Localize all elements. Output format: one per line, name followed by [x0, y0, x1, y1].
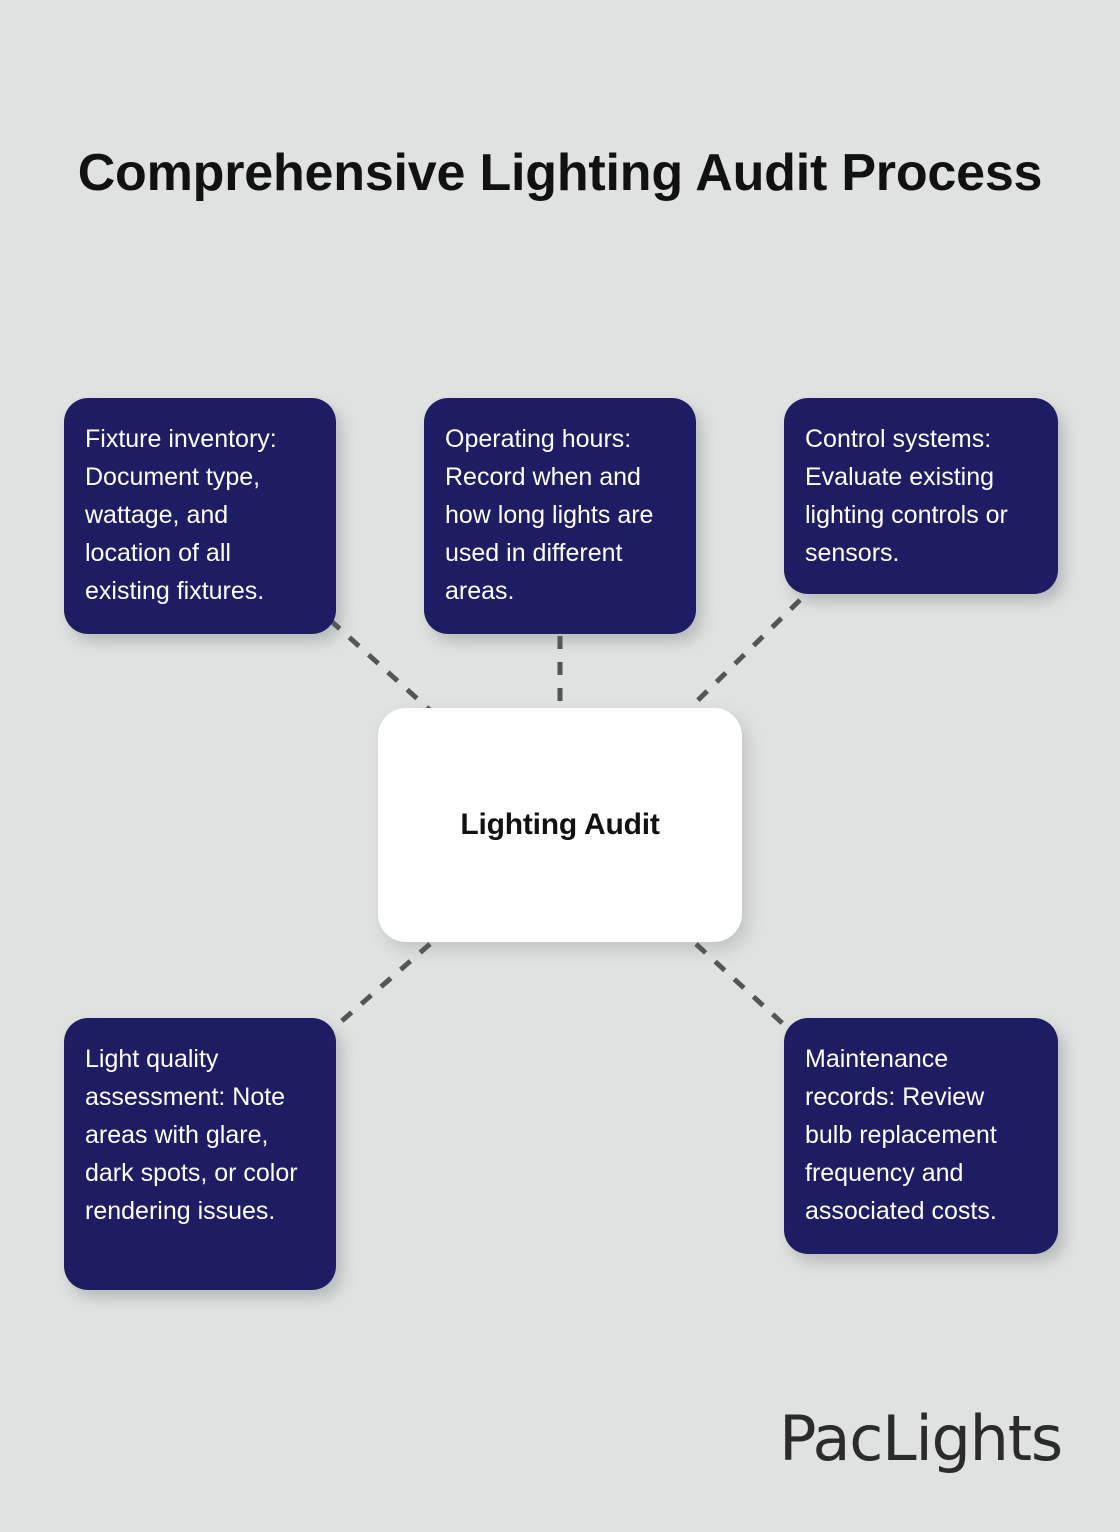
node-control-systems-label: Control systems: Evaluate existing light…	[805, 425, 1008, 567]
node-control-systems[interactable]: Control systems: Evaluate existing light…	[784, 398, 1058, 594]
node-operating-hours[interactable]: Operating hours: Record when and how lon…	[424, 398, 696, 634]
connector-maintenance	[694, 942, 794, 1034]
node-fixture-inventory[interactable]: Fixture inventory: Document type, wattag…	[64, 398, 336, 634]
node-light-quality[interactable]: Light quality assessment: Note areas wit…	[64, 1018, 336, 1290]
node-maintenance-records[interactable]: Maintenance records: Review bulb replace…	[784, 1018, 1058, 1254]
page-title: Comprehensive Lighting Audit Process	[77, 143, 1043, 202]
connector-control-systems	[690, 598, 802, 708]
brand-logo-paclights: PacLights	[779, 1402, 1063, 1475]
hub-node-lighting-audit[interactable]: Lighting Audit	[378, 708, 742, 942]
node-fixture-inventory-label: Fixture inventory: Document type, wattag…	[85, 425, 277, 605]
node-maintenance-records-label: Maintenance records: Review bulb replace…	[805, 1045, 997, 1225]
node-light-quality-label: Light quality assessment: Note areas wit…	[85, 1045, 298, 1225]
hub-node-label: Lighting Audit	[460, 808, 660, 841]
node-operating-hours-label: Operating hours: Record when and how lon…	[445, 425, 654, 605]
connector-light-quality	[326, 942, 432, 1035]
connector-fixture-inventory	[328, 618, 434, 714]
